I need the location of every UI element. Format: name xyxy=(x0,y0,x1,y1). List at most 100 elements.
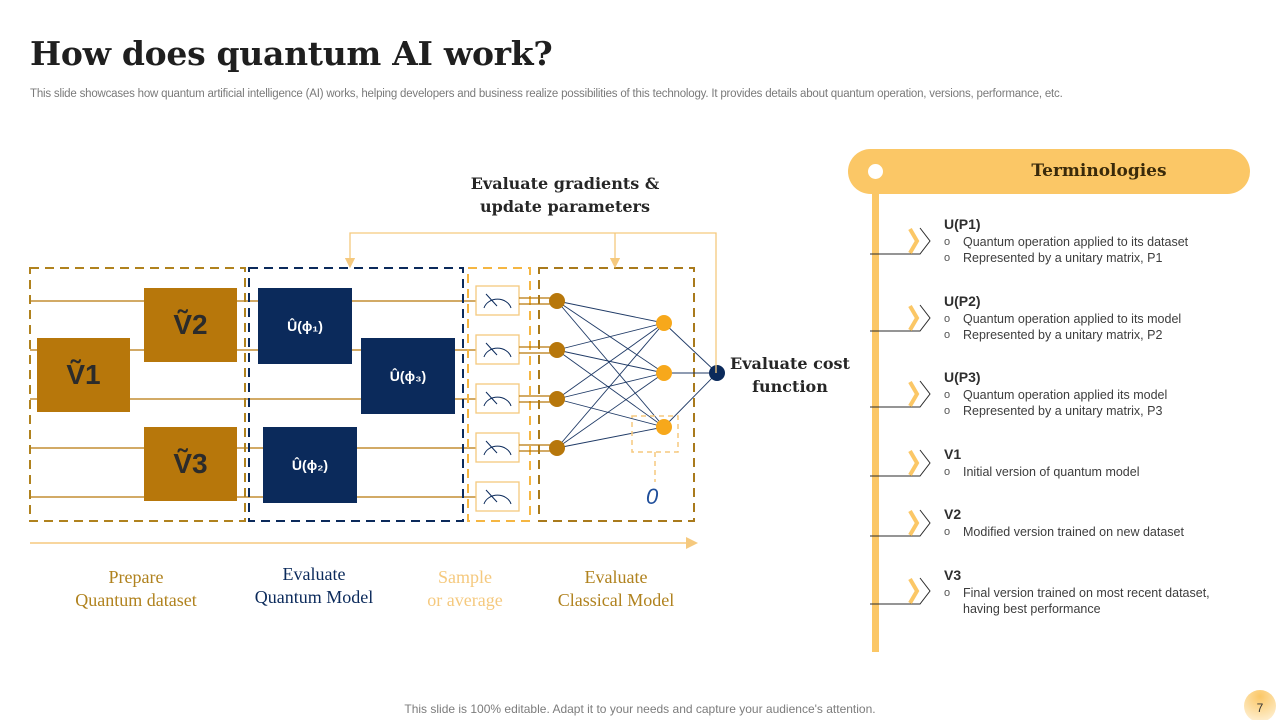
chevron-connector-icon xyxy=(870,449,931,477)
input-node xyxy=(549,342,565,358)
gate-v2 xyxy=(144,288,237,362)
circuit-svg xyxy=(29,232,725,549)
term-heading: V1 xyxy=(944,446,962,462)
cost-label-line2: function xyxy=(752,377,828,396)
terminologies-title: Terminologies xyxy=(1031,161,1167,181)
term-bullet: Modified version trained on new dataset xyxy=(944,524,1184,540)
gate-u2 xyxy=(263,427,357,503)
network-edge xyxy=(556,300,665,324)
feedback-loop xyxy=(344,232,717,373)
term-bullets: Initial version of quantum model xyxy=(944,464,1139,480)
gate-v1 xyxy=(37,338,130,412)
zero-label: 0 xyxy=(646,484,659,509)
output-node xyxy=(709,365,725,381)
term-bullets: Modified version trained on new dataset xyxy=(944,524,1184,540)
classical-network xyxy=(519,293,725,456)
meter-icon xyxy=(475,481,520,512)
meter-icon xyxy=(475,334,520,365)
stage-label-line2: Classical Model xyxy=(557,590,675,610)
gate-v3 xyxy=(144,427,237,501)
page-number: 7 xyxy=(1244,690,1276,720)
chevron-connector-icon xyxy=(870,577,931,605)
gate-v1-symbol: Ṽ xyxy=(66,359,86,390)
slide-title: How does quantum AI work? xyxy=(30,34,553,73)
gate-u3-label: Û(ϕ₃) xyxy=(389,368,427,384)
network-edge xyxy=(556,398,665,428)
gate-v2-symbol: Ṽ xyxy=(173,309,193,340)
feedback-label-line1: Evaluate gradients & xyxy=(470,174,660,193)
term-bullet: Quantum operation applied to its model xyxy=(944,311,1181,327)
terminologies-header: Terminologies xyxy=(848,149,1250,194)
hidden-node xyxy=(656,315,672,331)
feedback-label-line2: update parameters xyxy=(480,197,650,216)
term-bullet: Quantum operation applied to its dataset xyxy=(944,234,1188,250)
term-bullets: Quantum operation applied its model Repr… xyxy=(944,387,1167,419)
term-bullets: Final version trained on most recent dat… xyxy=(944,585,1234,617)
input-node xyxy=(549,293,565,309)
gate-v2-subscript: 2 xyxy=(192,309,208,340)
stage-label-line1: Sample xyxy=(438,567,492,587)
measurement-meters xyxy=(475,285,520,512)
input-node xyxy=(549,391,565,407)
network-edge xyxy=(556,322,665,400)
terminologies-rail xyxy=(872,190,879,652)
stage-label-line2: Quantum Model xyxy=(254,587,374,607)
term-heading: U(P1) xyxy=(944,216,981,232)
chevron-connector-icon xyxy=(870,509,931,537)
meter-icon xyxy=(475,285,520,316)
footer-note: This slide is 100% editable. Adapt it to… xyxy=(404,702,876,716)
stage-label-line2: or average xyxy=(427,590,503,610)
network-edge xyxy=(556,322,665,351)
term-heading: V2 xyxy=(944,506,962,522)
gate-v3-symbol: Ṽ xyxy=(173,448,193,479)
chevron-connector-icon xyxy=(870,304,931,332)
term-bullet: Represented by a unitary matrix, P3 xyxy=(944,403,1167,419)
term-bullet: Represented by a unitary matrix, P2 xyxy=(944,327,1181,343)
quantum-model-region xyxy=(248,267,464,522)
gate-v3-subscript: 3 xyxy=(192,448,208,479)
network-edge xyxy=(556,300,665,428)
feedback-line xyxy=(344,232,717,373)
gate-v1-subscript: 1 xyxy=(85,359,101,390)
stage-prepare-label: Prepare Quantum dataset xyxy=(51,566,221,612)
term-heading: U(P3) xyxy=(944,369,981,385)
stage-quantum-label: Evaluate Quantum Model xyxy=(229,563,399,609)
hidden-node xyxy=(656,365,672,381)
chevron-connector-icon xyxy=(870,380,931,408)
gate-u1 xyxy=(258,288,352,364)
gate-u2-label: Û(ϕ₂) xyxy=(291,457,329,473)
network-edge xyxy=(663,322,718,374)
stage-label-line1: Evaluate xyxy=(282,564,346,584)
network-edge xyxy=(556,349,665,428)
stage-label-line1: Prepare xyxy=(108,567,164,587)
slide-subtitle: This slide showcases how quantum artific… xyxy=(30,88,1063,100)
meter-icon xyxy=(475,432,520,463)
term-bullets: Quantum operation applied to its model R… xyxy=(944,311,1181,343)
chevron-connector-icon xyxy=(870,227,931,255)
gate-u3 xyxy=(361,338,455,414)
cost-function-label: Evaluate cost function xyxy=(726,352,854,398)
stage-classical-label: Evaluate Classical Model xyxy=(531,566,701,612)
cost-label-line1: Evaluate cost xyxy=(730,354,850,373)
stage-sample-label: Sample or average xyxy=(380,566,550,612)
gate-u1-label: Û(ϕ₁) xyxy=(287,318,323,334)
network-edge xyxy=(556,372,665,449)
prepare-dataset-region xyxy=(29,267,246,522)
meter-icon xyxy=(475,383,520,414)
term-bullets: Quantum operation applied to its dataset… xyxy=(944,234,1188,266)
network-edge xyxy=(663,372,718,428)
header-dot-icon xyxy=(868,164,883,179)
term-bullet: Initial version of quantum model xyxy=(944,464,1139,480)
hidden-node xyxy=(656,419,672,435)
term-heading: U(P2) xyxy=(944,293,981,309)
network-edge xyxy=(556,300,665,374)
sample-region xyxy=(467,267,531,522)
stage-label-line1: Evaluate xyxy=(584,567,648,587)
network-edge xyxy=(556,426,665,449)
feedback-label: Evaluate gradients & update parameters xyxy=(440,172,690,218)
zero-highlight-box xyxy=(631,415,679,453)
